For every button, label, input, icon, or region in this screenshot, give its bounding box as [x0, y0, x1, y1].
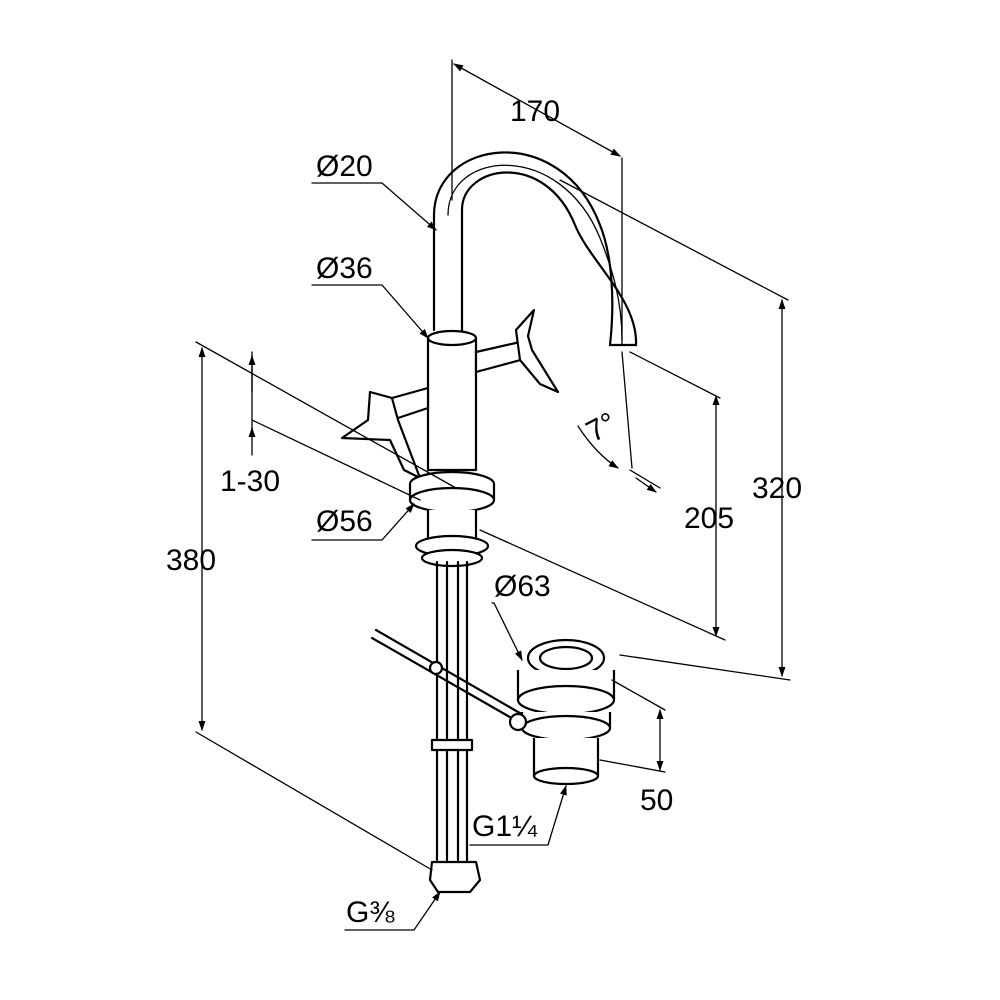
- dim-waste-thread: G1¼: [472, 810, 538, 843]
- dim-waste-diameter: Ø63: [494, 570, 551, 603]
- dim-total-height: 380: [166, 544, 216, 577]
- dim-spout-reach: 170: [510, 95, 560, 128]
- popup-rod: [370, 628, 527, 726]
- extension-lines: [195, 59, 791, 871]
- leader-lines: [311, 182, 567, 931]
- dim-adjust-range: 1-30: [220, 465, 280, 498]
- dim-waste-height: 50: [640, 784, 673, 817]
- dimension-lines: [198, 63, 786, 771]
- dim-hose-thread: G⅜: [346, 896, 395, 929]
- waste-fitting: [508, 638, 616, 786]
- spout: [432, 151, 638, 347]
- dim-spout-height: 205: [684, 502, 734, 535]
- dim-spout-angle: 7°: [581, 406, 622, 449]
- dim-base-diameter: Ø56: [316, 505, 373, 538]
- supply-hoses: [428, 560, 482, 894]
- dim-overall-height: 320: [752, 472, 802, 505]
- dim-spout-diameter: Ø20: [316, 150, 373, 183]
- faucet-body: [340, 308, 560, 568]
- dim-body-diameter: Ø36: [316, 252, 373, 285]
